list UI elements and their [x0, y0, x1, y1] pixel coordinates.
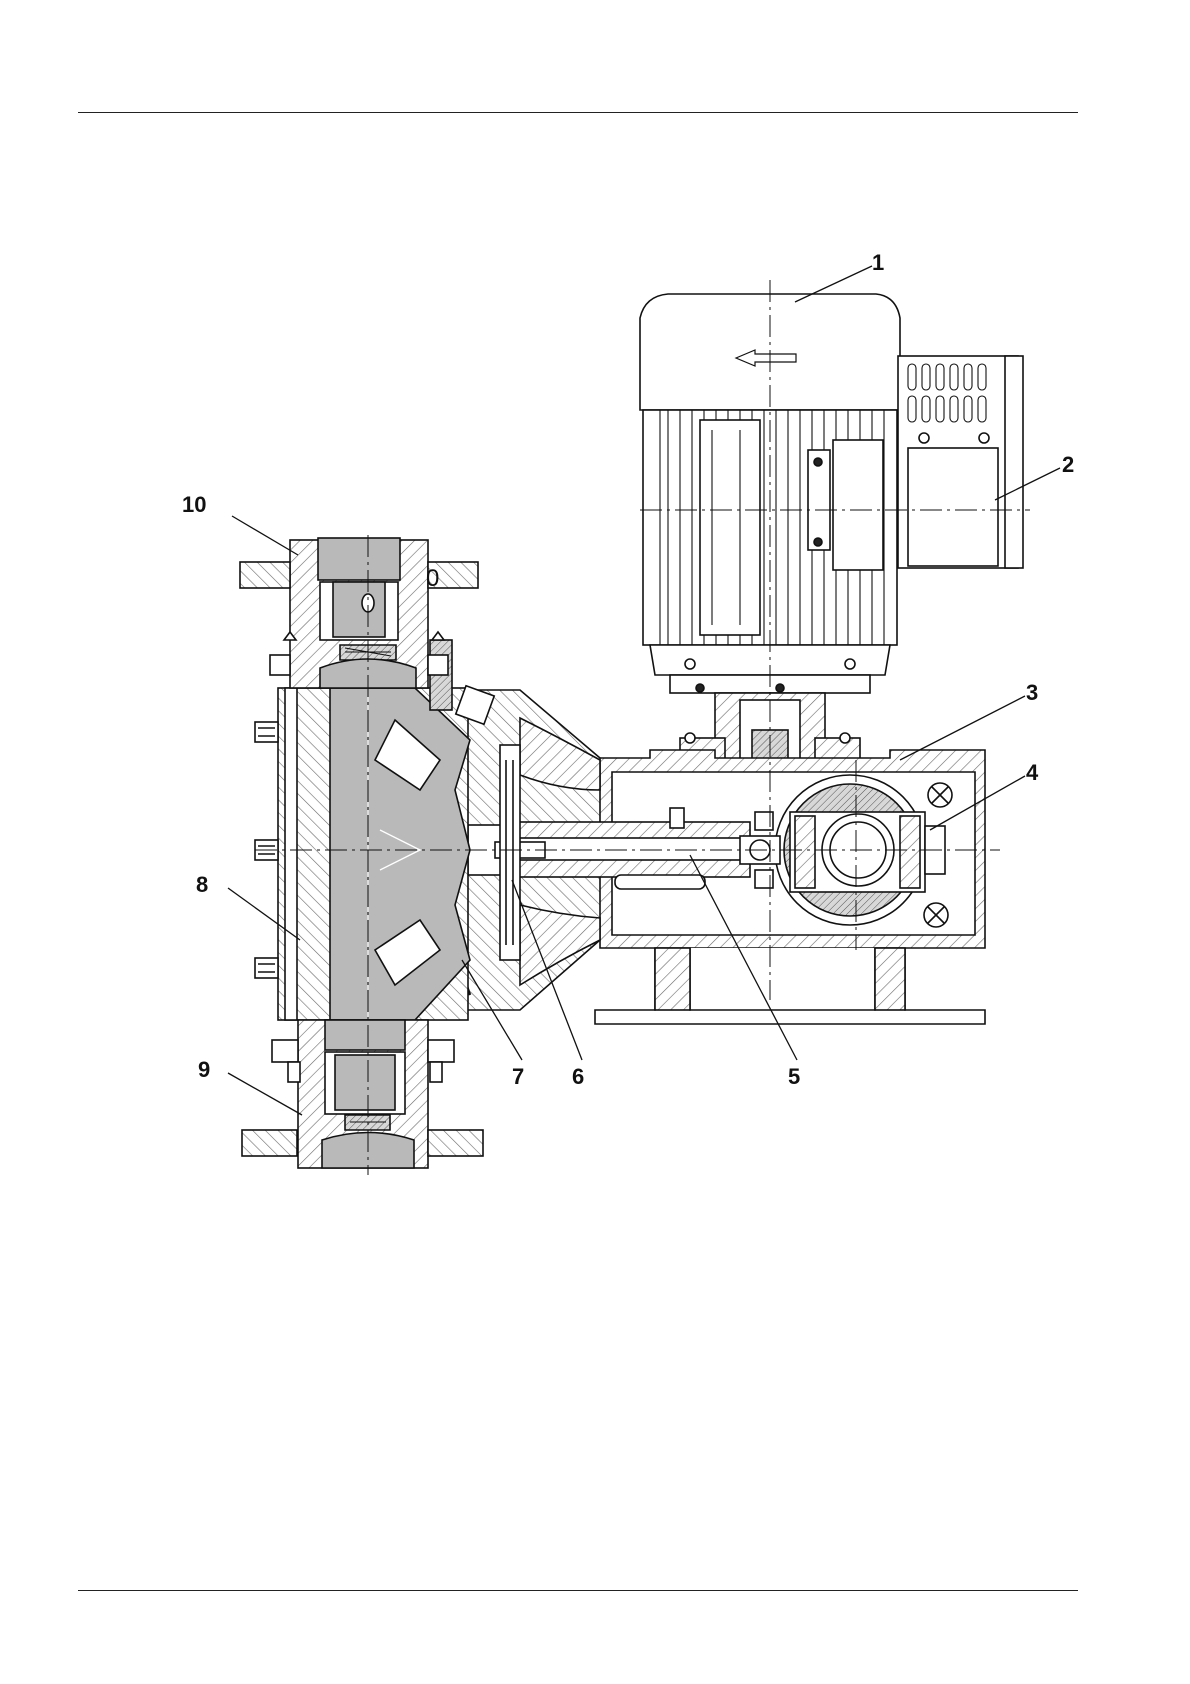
pump-head [255, 640, 494, 1020]
callout-8: 8 [196, 872, 208, 897]
callout-6: 6 [572, 1064, 584, 1089]
callout-1: 1 [872, 250, 884, 275]
valve-mark-text: 0 [426, 565, 439, 592]
callout-9: 9 [198, 1057, 210, 1082]
callout-5: 5 [788, 1064, 800, 1089]
discharge-valve [240, 538, 478, 688]
callout-2: 2 [1062, 452, 1074, 477]
suction-valve [242, 1020, 483, 1168]
callout-4: 4 [1026, 760, 1039, 785]
terminal-box [898, 356, 1023, 568]
callout-10: 10 [182, 492, 206, 517]
callout-3: 3 [1026, 680, 1038, 705]
callout-7: 7 [512, 1064, 524, 1089]
